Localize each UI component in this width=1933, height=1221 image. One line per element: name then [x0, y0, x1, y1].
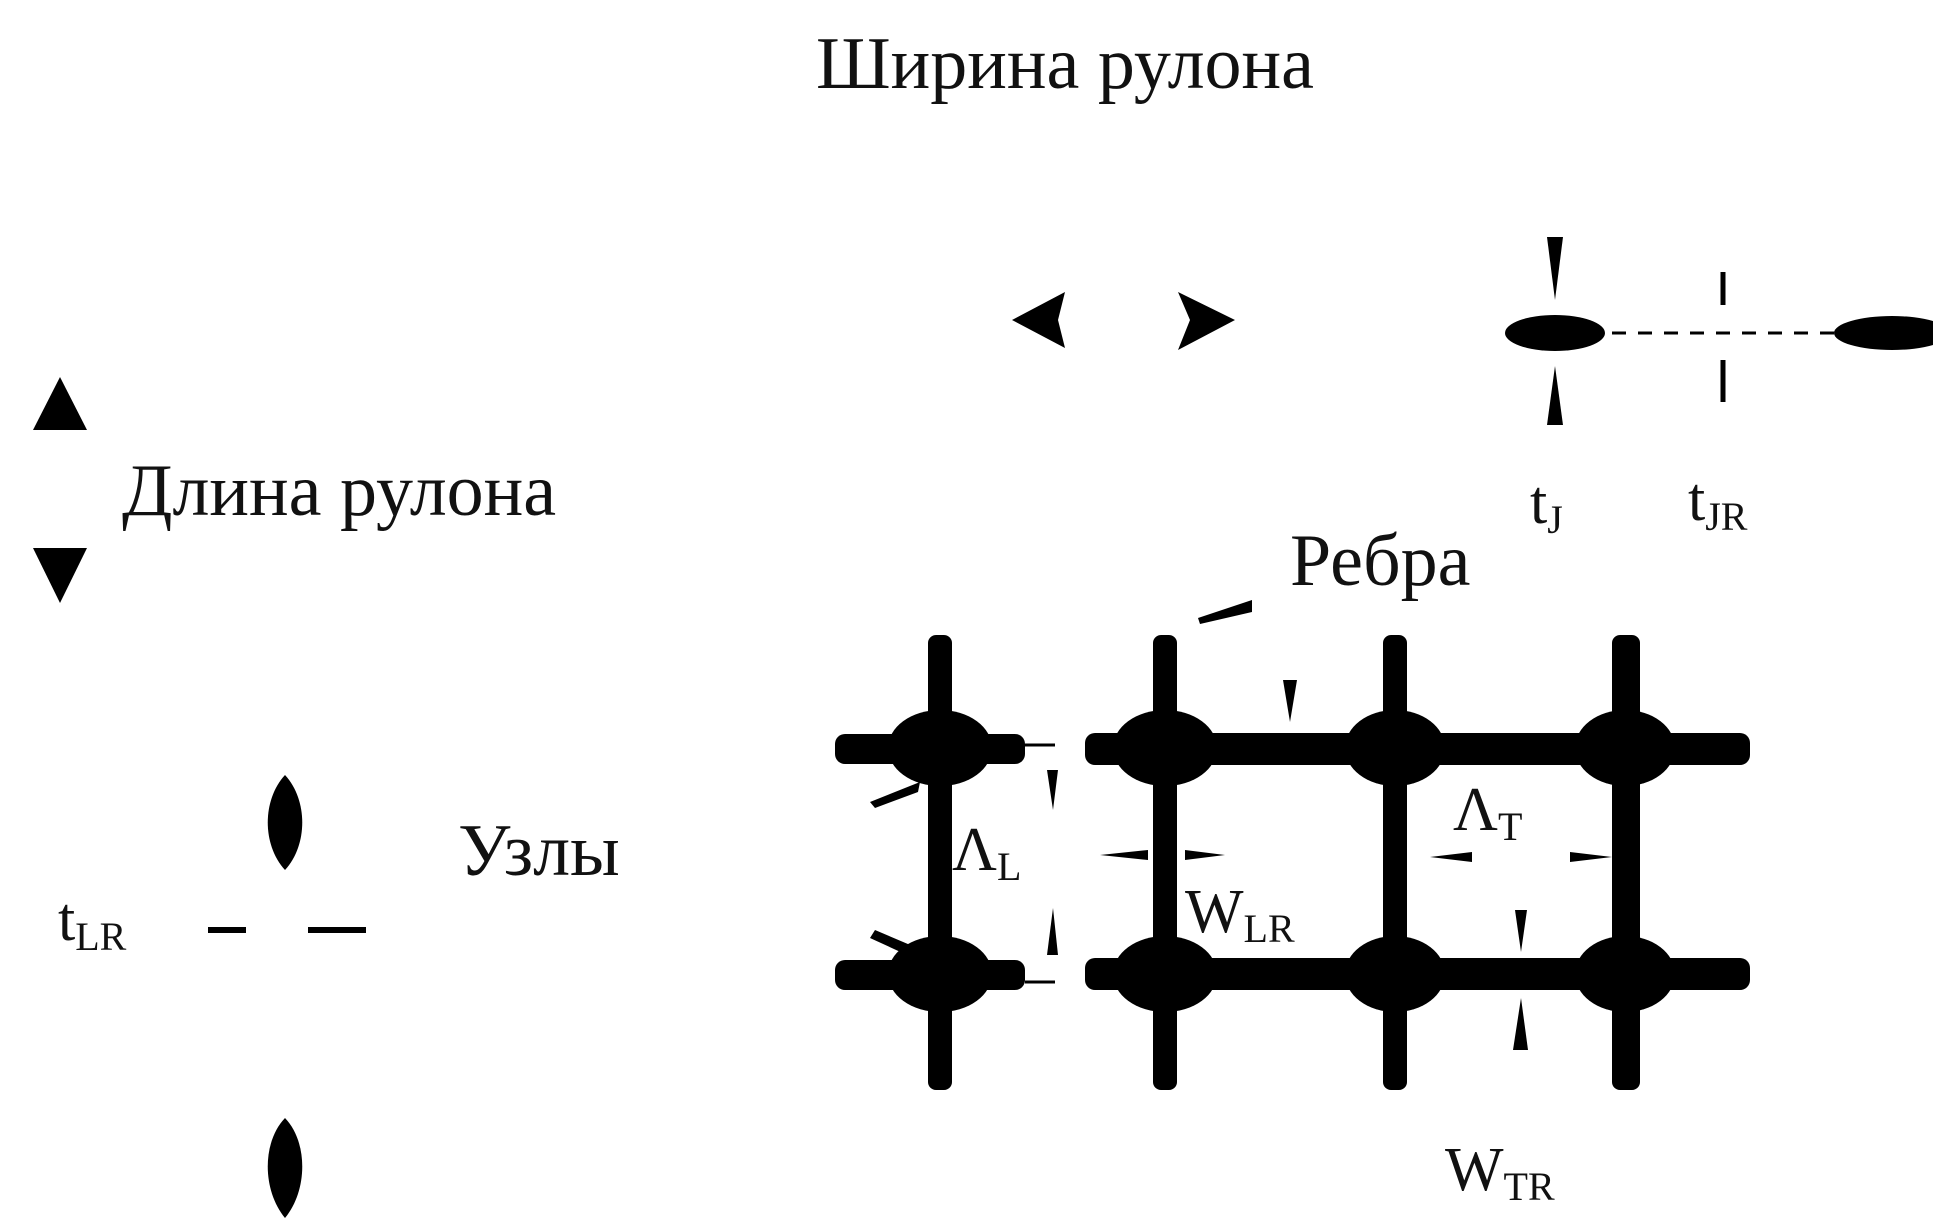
tj-top-arrow-icon — [1547, 237, 1563, 300]
w-lr-left-arrow-icon — [1100, 850, 1148, 860]
t-jr-symbol: tJR — [1688, 466, 1748, 539]
lambda-l-top-arrow-icon — [1047, 770, 1058, 810]
t-lr-symbol: tLR — [58, 886, 127, 959]
w-lr-symbol: WLR — [1185, 878, 1295, 951]
tj-bottom-arrow-icon — [1547, 366, 1563, 425]
roll-length-label: Длина рулона — [122, 450, 556, 532]
nodes-label: Узлы — [458, 810, 620, 892]
rib-thickness-detail — [1505, 237, 1933, 425]
length-arrow-icon — [33, 377, 87, 603]
w-tr-top-arrow-icon — [1515, 910, 1527, 952]
roll-width-label: Ширина рулона — [816, 23, 1314, 105]
geogrid-mesh — [835, 635, 1750, 1090]
node-detail — [208, 775, 366, 1218]
width-arrow-icon — [1012, 292, 1235, 350]
lambda-t-symbol: ΛT — [1453, 776, 1522, 849]
lambda-l-bottom-arrow-icon — [1047, 908, 1058, 955]
lambda-t-left-arrow-icon — [1430, 852, 1472, 862]
w-tr-symbol: WTR — [1445, 1136, 1555, 1209]
w-lr-right-arrow-icon — [1185, 850, 1225, 860]
lambda-l-symbol: ΛL — [952, 816, 1021, 889]
ribs-label: Ребра — [1290, 520, 1471, 602]
t-j-symbol: tJ — [1530, 469, 1563, 542]
ribs-top-arrow-icon — [1283, 680, 1297, 722]
lambda-t-right-arrow-icon — [1570, 852, 1612, 862]
mesh-dimension-marks — [870, 680, 1612, 1050]
w-tr-bottom-arrow-icon — [1513, 998, 1528, 1050]
ribs-pointer-icon — [1198, 600, 1252, 624]
